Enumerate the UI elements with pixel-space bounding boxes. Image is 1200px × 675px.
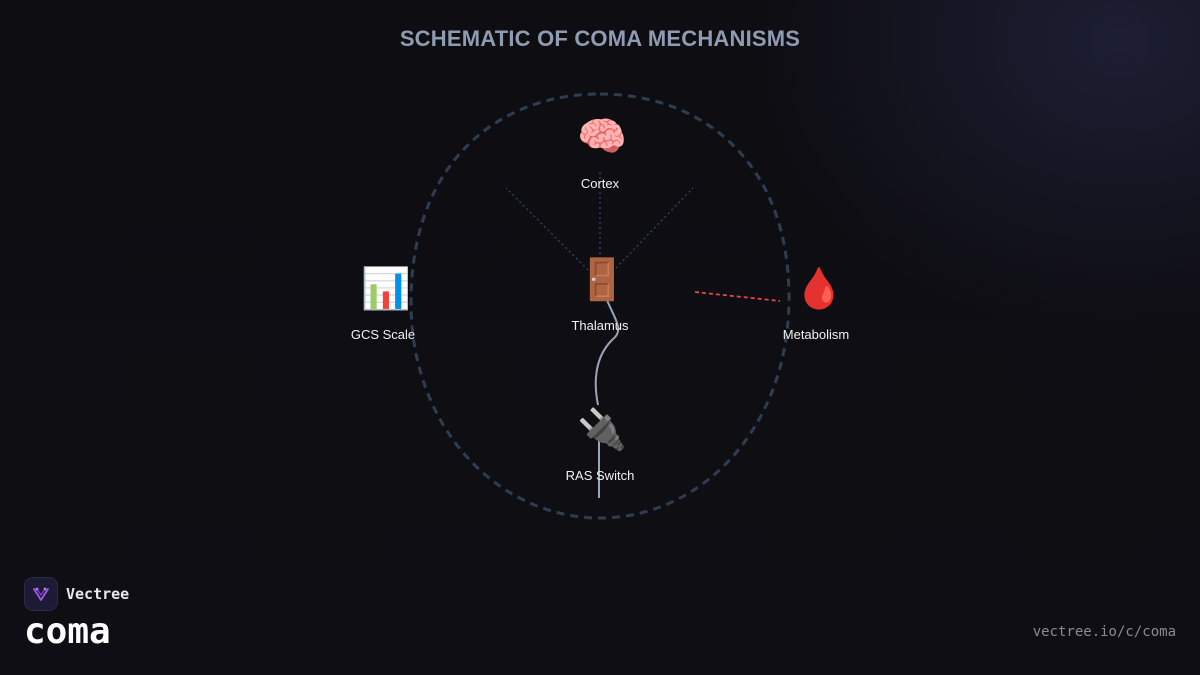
ras-ascending-pathway <box>594 299 620 406</box>
link-thalamus-right-cortex <box>615 187 694 269</box>
topic-slug: coma <box>24 611 111 652</box>
brand-block: Vectree <box>24 577 129 611</box>
blood-drop-icon: 🩸 <box>794 265 844 312</box>
link-thalamus-left-cortex <box>505 187 589 271</box>
bar-chart-icon: 📊 <box>361 265 411 312</box>
node-metabolism: 🩸 Metabolism <box>783 265 849 342</box>
node-ras-switch: 🔌 RAS Switch <box>566 406 635 483</box>
brain-boundary-outline <box>409 92 791 520</box>
vectree-logo-icon <box>24 577 58 611</box>
node-label-gcs-scale: GCS Scale <box>351 327 415 342</box>
node-label-metabolism: Metabolism <box>783 327 849 342</box>
brand-name: Vectree <box>66 585 130 603</box>
page-url[interactable]: vectree.io/c/coma <box>1032 624 1176 640</box>
node-label-cortex: Cortex <box>581 176 620 191</box>
link-metabolism-thalamus <box>694 291 781 302</box>
node-label-ras-switch: RAS Switch <box>566 468 635 483</box>
node-gcs-scale: 📊 GCS Scale <box>351 265 415 342</box>
node-thalamus: 🚪 Thalamus <box>571 256 629 333</box>
door-icon: 🚪 <box>577 256 627 303</box>
node-label-thalamus: Thalamus <box>571 318 629 333</box>
node-cortex: 🧠 Cortex <box>577 114 627 191</box>
plug-icon: 🔌 <box>577 406 627 453</box>
brain-icon: 🧠 <box>577 114 627 160</box>
diagram-title: SCHEMATIC OF COMA MECHANISMS <box>399 26 801 51</box>
